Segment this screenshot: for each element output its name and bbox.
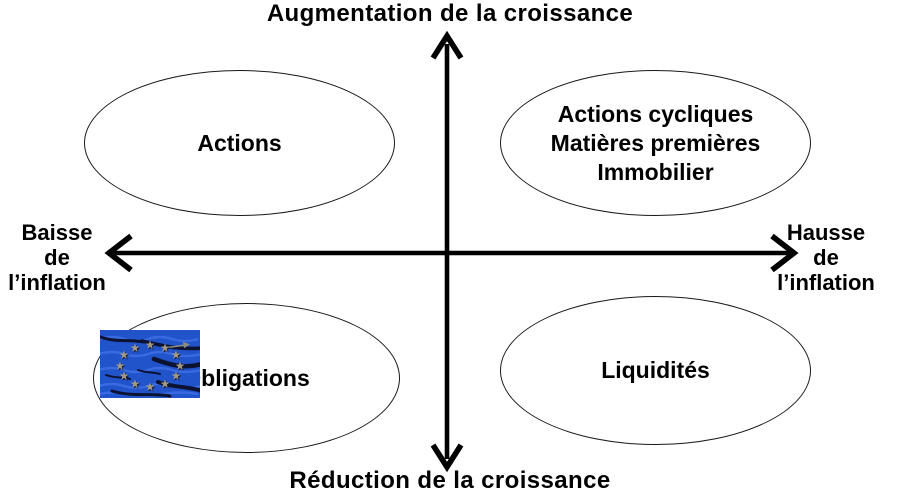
arrowhead-right-icon xyxy=(770,233,799,273)
arrowhead-down-icon xyxy=(430,443,464,473)
axis-label-line: de xyxy=(813,245,839,270)
ellipse-cyclical-assets: Actions cycliques Matières premières Imm… xyxy=(500,70,811,216)
ellipse-label: Obligations xyxy=(183,364,310,391)
ellipse-label-line: Actions cycliques xyxy=(557,100,754,127)
axis-label-growth-down: Réduction de la croissance xyxy=(289,467,611,494)
axis-label-line: de xyxy=(44,245,70,270)
axis-label-inflation-down: Baisse de l’inflation xyxy=(0,220,118,295)
axis-label-inflation-up: Hausse de l’inflation xyxy=(758,220,894,295)
ellipse-label: Liquidités xyxy=(601,357,710,383)
ellipse-label-line: Matières premières xyxy=(550,129,761,156)
ellipse-label-line: Immobilier xyxy=(597,158,714,185)
axis-label-line: l’inflation xyxy=(777,270,875,295)
axis-label-line: Baisse xyxy=(21,220,93,245)
arrowhead-up-icon xyxy=(430,30,464,60)
axis-label-line: Hausse xyxy=(786,220,866,245)
arrowhead-left-icon xyxy=(104,233,133,273)
ellipse-actions: Actions xyxy=(84,70,395,216)
ellipse-liquidites: Liquidités xyxy=(500,296,811,445)
axis-label-line: l’inflation xyxy=(8,270,106,295)
ellipse-label: Actions xyxy=(197,129,282,156)
eu-flag-image xyxy=(96,330,205,398)
axis-label-growth-up: Augmentation de la croissance xyxy=(266,0,634,27)
